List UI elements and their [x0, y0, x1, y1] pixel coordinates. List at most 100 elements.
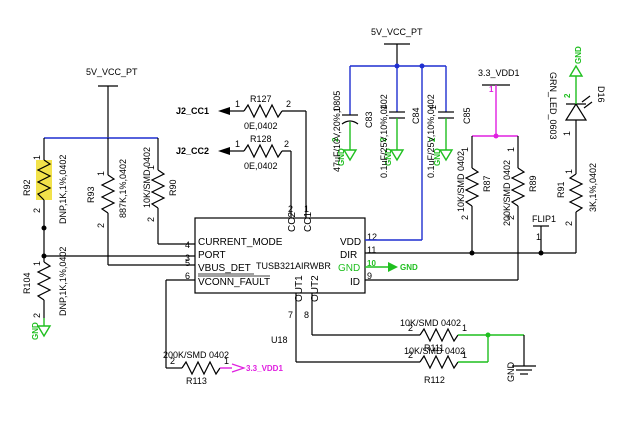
resistor-r93[interactable]: 1 2 R93 887K,1%,0402 — [86, 138, 128, 265]
resistor-r104[interactable]: 1 2 R104 DNP,1K,1%,0402 — [22, 247, 68, 318]
r89-value: 200K/SMD 0402 — [502, 160, 512, 226]
r112-pin1: 1 — [462, 350, 467, 360]
vcc-left-net[interactable]: 5V_VCC_PT — [44, 67, 158, 139]
resistor-r87[interactable]: 1 2 10K/SMD 0402 R87 — [456, 136, 492, 253]
c83-value: 47uF/10V,20%,0805 — [332, 91, 342, 172]
r89-ref: R89 — [528, 175, 538, 192]
vdd-33-net[interactable]: 3.3_VDD1 1 — [472, 68, 520, 139]
r93-zigzag — [100, 174, 116, 214]
r87-value: 10K/SMD 0402 — [456, 151, 466, 212]
d16-gnd-label: GND — [574, 46, 583, 64]
c84-pin1: 1 — [379, 105, 389, 110]
r93-pin2: 2 — [96, 223, 106, 228]
r92-pin1: 1 — [32, 155, 42, 160]
c83-gnd-label: GND — [337, 148, 346, 166]
r104-ref: R104 — [22, 272, 32, 294]
resistor-r89[interactable]: 1 2 200K/SMD 0402 R89 — [502, 136, 538, 280]
capacitor-c84[interactable]: GND 1 2 0.1uF/25V,10%,0402 C84 — [379, 66, 421, 178]
resistor-r113[interactable]: 2 1 200K/SMD 0402 R113 3.3_VDD1 — [163, 350, 283, 386]
r90-ref: R90 — [168, 179, 178, 196]
c84-pin2: 2 — [379, 137, 388, 142]
r112-pin2: 2 — [408, 350, 413, 360]
r113-zigzag — [181, 360, 221, 376]
ic-pin-name-id: ID — [350, 277, 360, 288]
ic-gnd-label: GND — [400, 263, 418, 272]
net-label-cc1: J2_CC1 — [176, 106, 209, 116]
dir-junction — [469, 250, 475, 256]
resistor-r111[interactable]: 2 1 10K/SMD 0402 R111 — [400, 318, 488, 353]
c83-plate-bottom — [341, 120, 359, 125]
r89-pin1: 1 — [506, 147, 516, 152]
r127-pin1: 1 — [235, 99, 240, 109]
out-gnd-label: GND — [506, 362, 516, 383]
r127-zigzag — [243, 103, 283, 119]
c84-gnd-label: GND — [384, 148, 393, 166]
r87-pin1: 1 — [460, 147, 470, 152]
r91-pin1: 1 — [564, 169, 574, 174]
r111-zigzag — [419, 327, 459, 343]
d16-ref: D16 — [596, 86, 606, 103]
r113-arrow-icon — [231, 363, 246, 373]
r90-pin2: 2 — [146, 217, 156, 222]
r112-value: 10K/SMD 0402 — [404, 346, 465, 356]
r113-value: 200K/SMD 0402 — [163, 350, 229, 360]
r104-zigzag — [36, 261, 52, 301]
vcc-top-net[interactable]: 5V_VCC_PT — [350, 27, 446, 241]
pin-num-12: 12 — [367, 232, 377, 242]
resistor-r92[interactable]: 1 2 R92 DNP,1K,1%,0402 — [22, 138, 68, 228]
pin-num-7: 7 — [288, 310, 293, 320]
d16-gnd-arrow-icon — [568, 64, 584, 77]
gnd-r104-label: GND — [31, 322, 40, 340]
r128-value: 0E,0402 — [244, 161, 278, 171]
r111-value: 10K/SMD 0402 — [400, 318, 461, 328]
r93-value: 887K,1%,0402 — [118, 159, 128, 218]
capacitor-c85[interactable]: GND 1 2 0.1uF/25V,10%,0402 C85 — [426, 66, 472, 178]
r87-zigzag — [464, 167, 480, 207]
r87-pin2: 2 — [460, 215, 470, 220]
pin-num-4: 4 — [185, 240, 190, 250]
pin-num-3: 3 — [185, 253, 190, 263]
ic-u18[interactable]: CURRENT_MODE PORT VBUS_DET VCONN_FAULT T… — [194, 212, 366, 345]
r93-ref: R93 — [86, 186, 96, 203]
r127-pin2: 2 — [286, 99, 291, 109]
r90-pin1: 1 — [146, 165, 156, 170]
net-label-vdd-33-out: 3.3_VDD1 — [246, 364, 283, 373]
resistor-r91[interactable]: 2 1 R91 3K,1%,0402 — [556, 146, 598, 253]
r112-zigzag — [419, 354, 459, 370]
resistor-r112[interactable]: 2 1 10K/SMD 0402 R112 — [404, 346, 488, 385]
ic-pin-name-vbus-det: VBUS_DET — [198, 263, 251, 274]
r111-ref: R111 — [424, 343, 444, 353]
flip1-testpoint[interactable]: FLIP1 1 — [532, 214, 556, 253]
pin-num-6: 6 — [185, 271, 190, 281]
cc2-net[interactable]: J2_CC2 1 2 R128 0E,0402 — [176, 134, 292, 218]
led-d16[interactable]: GND 2 1 GRN_LED_0603 D16 — [548, 46, 606, 146]
r128-ref: R128 — [250, 134, 272, 144]
r128-pin1: 1 — [235, 139, 240, 149]
ic-pin-name-gnd: GND — [338, 263, 360, 274]
r104-pin2: 2 — [32, 313, 42, 318]
c83-pin1: 1 — [332, 107, 342, 112]
cc1-net[interactable]: J2_CC1 1 2 R127 0E,0402 — [176, 94, 307, 218]
ic-pin-name-current-mode: CURRENT_MODE — [198, 237, 283, 248]
capacitor-c83[interactable]: GND 1 2 47uF/10V,20%,0805 C83 — [331, 66, 374, 172]
ic-pin-name-out2: OUT2 — [310, 275, 321, 302]
d16-value: GRN_LED_0603 — [548, 72, 558, 140]
net-label-vcc-top: 5V_VCC_PT — [371, 27, 423, 37]
c85-value: 0.1uF/25V,10%,0402 — [426, 94, 436, 178]
c85-pin2: 2 — [428, 137, 437, 142]
r90-zigzag — [150, 169, 166, 209]
r128-zigzag — [243, 143, 283, 159]
r92-highlight — [36, 160, 52, 200]
resistor-r90[interactable]: 1 2 10K/SMD 0402 R90 — [142, 138, 195, 245]
ic-body[interactable] — [194, 217, 366, 294]
gnd-symbol-r104: GND — [31, 318, 52, 340]
c85-ref: C85 — [462, 107, 472, 124]
flip1-pin1: 1 — [536, 232, 541, 242]
ic-pin-name-dir: DIR — [340, 250, 357, 261]
c85-gnd-arrow-icon — [438, 149, 454, 162]
d16-emit-ray-1 — [581, 95, 591, 103]
flip1-label: FLIP1 — [532, 214, 556, 224]
ic-gnd-arrow-icon — [388, 262, 398, 272]
vdd-33-pin1: 1 — [489, 85, 494, 94]
